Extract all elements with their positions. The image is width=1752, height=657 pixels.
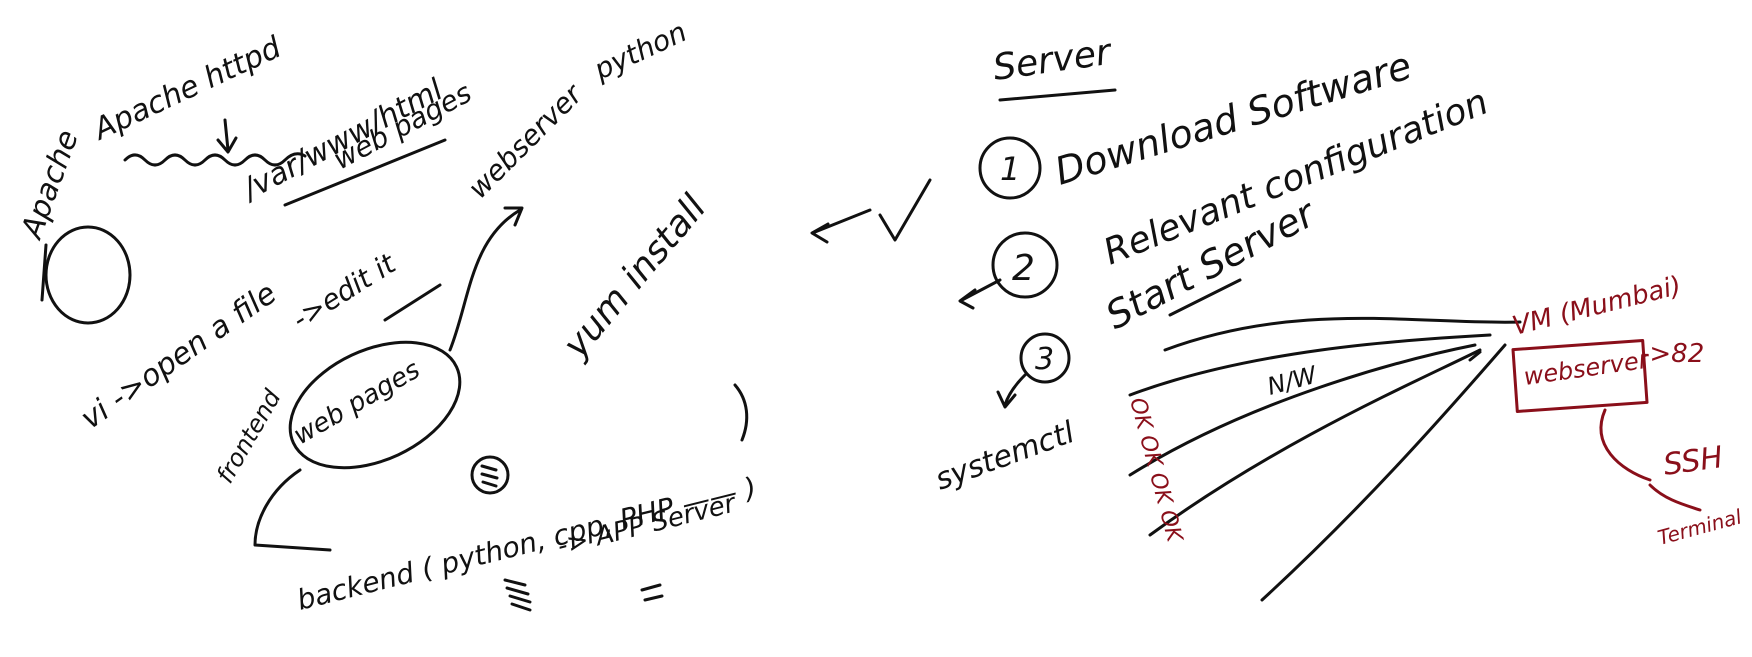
note-python-top: python <box>588 15 692 87</box>
note-yum-install: yum install <box>555 187 715 366</box>
shape-circle-o <box>44 225 132 325</box>
connector-to-ssh <box>1599 408 1652 482</box>
note-systemctl: systemctl <box>931 415 1080 498</box>
note-server: Server <box>991 32 1116 89</box>
note-ssh: SSH <box>1661 440 1725 483</box>
server-icon <box>470 455 510 495</box>
network-line-1 <box>1163 316 1522 352</box>
connector-frontend-backend <box>253 468 332 552</box>
number-3: 3 <box>1035 342 1054 377</box>
arrow-down-to-var-www <box>216 118 238 154</box>
arrow-left-from-2 <box>958 278 1002 310</box>
wavy-underline <box>123 152 307 167</box>
connector-to-terminal <box>1648 483 1702 512</box>
number-circle-2 <box>991 231 1059 299</box>
underline-var-www <box>283 138 447 207</box>
arrow-to-yum-install <box>810 208 872 244</box>
network-tick <box>1468 350 1482 362</box>
shape-vertical-stroke <box>40 243 48 302</box>
number-circle-3 <box>1019 332 1071 384</box>
note-webserver-box: webserver <box>1522 345 1652 391</box>
arrow-to-systemctl <box>996 373 1027 409</box>
note-nw: N/W <box>1264 361 1321 401</box>
number-1: 1 <box>1000 150 1020 188</box>
shape-web-pages-ellipse <box>288 340 462 470</box>
note-ok-chain: OK OK OK OK <box>1124 395 1187 546</box>
underline-server <box>998 88 1117 102</box>
note-port-82: ->82 <box>1640 339 1704 369</box>
note-vm-mumbai: VM (Mumbai) <box>1509 271 1684 342</box>
note-web-pages-circle: web pages <box>289 355 426 451</box>
bracket-close <box>733 383 749 442</box>
note-edit-it: ->edit it <box>286 246 402 335</box>
note-apache: Apache <box>14 126 86 245</box>
checkmark <box>878 178 932 242</box>
network-line-5 <box>1260 343 1507 602</box>
underline-start-server <box>1168 278 1242 317</box>
webserver-box <box>1511 339 1649 413</box>
underline-edit-it <box>383 283 442 322</box>
network-line-2 <box>1128 333 1492 397</box>
scribble-mark-2 <box>640 583 664 602</box>
note-apache-httpd: Apache httpd <box>87 30 288 148</box>
number-2: 2 <box>1012 248 1035 289</box>
server-icon-lines <box>480 464 499 488</box>
arrow-curve-to-webserver <box>448 206 524 352</box>
network-line-3 <box>1128 343 1477 477</box>
number-circle-1 <box>978 136 1042 200</box>
note-frontend: frontend <box>211 384 287 488</box>
note-webserver-top: webserver <box>462 77 590 205</box>
scribble-mark-1 <box>503 578 532 612</box>
network-line-4 <box>1148 348 1482 537</box>
